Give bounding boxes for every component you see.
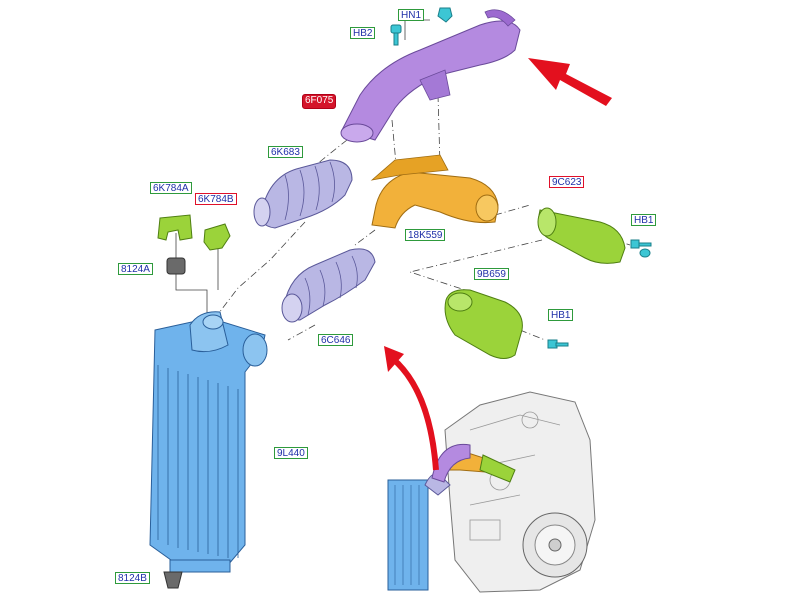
hose-6c646 <box>281 248 376 323</box>
label-9b659: 9B659 <box>474 268 509 280</box>
engine-assembly-inset <box>387 391 596 593</box>
plug-8124a <box>166 257 186 275</box>
label-6k784b: 6K784B <box>195 193 237 205</box>
label-6k683: 6K683 <box>268 146 303 158</box>
label-18k559: 18K559 <box>405 229 446 241</box>
label-6f075: 6F075 <box>302 94 337 109</box>
label-6k784a: 6K784A <box>150 182 192 194</box>
label-9c623: 9C623 <box>549 176 585 188</box>
label-8124a: 8124A <box>118 263 153 275</box>
label-9l440: 9L440 <box>274 447 308 459</box>
label-hn1: HN1 <box>398 9 425 21</box>
intercooler-9l440 <box>149 311 268 573</box>
hex-bolt-hn1 <box>437 7 453 23</box>
screw-hb1-top <box>630 239 652 258</box>
screw-hb1-bottom <box>547 339 569 349</box>
red-arrow-inset-to-parts <box>384 346 439 471</box>
label-8124b: 8124B <box>115 572 150 584</box>
label-hb2: HB2 <box>350 27 376 39</box>
air-duct-connector-18k559 <box>370 154 499 229</box>
screw-hb2 <box>390 24 402 46</box>
clip-6k784b <box>203 223 231 251</box>
resonator-9b659 <box>444 289 523 359</box>
plug-8124b <box>163 571 183 589</box>
label-6c646: 6C646 <box>318 334 354 346</box>
label-hb1-bottom: HB1 <box>548 309 574 321</box>
pipe-9c623 <box>537 207 626 264</box>
label-hb1-top: HB1 <box>631 214 657 226</box>
hose-6k683 <box>253 159 353 229</box>
air-intake-pipe-6f075 <box>340 9 521 143</box>
clip-6k784a <box>157 214 193 241</box>
red-arrow-pointing-to-6f075 <box>528 58 612 106</box>
